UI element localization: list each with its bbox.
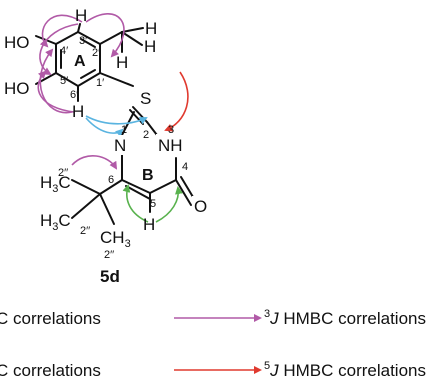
h-6prime-label: H <box>72 102 84 121</box>
green-correlation-arrow <box>122 184 149 223</box>
legend-right-text: 3J HMBC correlations <box>264 308 426 328</box>
hmbc-3j-arrow <box>85 13 125 58</box>
methyl-h-label: H <box>116 53 128 72</box>
blue-correlation-arrow <box>85 115 148 125</box>
atom-labels: HO HO S N NH O H H H H H H H3C H3C CH3 <box>4 6 210 250</box>
ring-a-label: A <box>74 53 86 70</box>
oxygen-label: O <box>194 197 207 216</box>
nh-label: NH <box>158 136 183 155</box>
hmbc-5j-arrow <box>164 71 189 132</box>
position-1prime: 1′ <box>96 77 104 89</box>
hmbc-3j-arrow <box>39 48 73 114</box>
hydroxyl-label-bottom: HO <box>4 79 30 98</box>
hmbc-3j-arrow <box>71 155 118 170</box>
ring-b-label: B <box>142 167 154 184</box>
legend-item-5j: C correlations 5J HMBC correlations <box>0 360 426 380</box>
methyl-h3c-top: H3C <box>40 173 71 195</box>
h-5-label: H <box>143 215 155 234</box>
legend-left-text: C correlations <box>0 309 101 328</box>
legend-left-text: C correlations <box>0 361 101 380</box>
compound-label: 5d <box>100 267 120 286</box>
position-6: 6 <box>108 174 114 186</box>
position-2doubleprime: 2′′ <box>58 167 68 179</box>
position-3: 3 <box>168 124 174 136</box>
hmbc-3j-arrow <box>39 14 83 48</box>
legend-item-3j: C correlations 3J HMBC correlations <box>0 308 426 328</box>
position-2prime: 2′ <box>92 47 100 59</box>
position-2doubleprime: 2′′ <box>80 225 90 237</box>
methyl-h-label: H <box>145 19 157 38</box>
position-4prime: 4′ <box>60 45 68 57</box>
legend-right-text: 5J HMBC correlations <box>264 360 426 380</box>
hmbc-3j-arrow <box>37 70 75 113</box>
methyl-ch3-bottom: CH3 <box>100 228 131 250</box>
position-5: 5 <box>150 198 156 210</box>
legend: C correlations 3J HMBC correlations C co… <box>0 308 426 380</box>
position-2doubleprime: 2′′ <box>104 249 114 261</box>
nitrogen-1-label: N <box>114 136 126 155</box>
blue-correlation-arrow <box>85 117 124 138</box>
methyl-h-label: H <box>144 37 156 56</box>
position-numbers: 4′ 3′ 2′ 1′ 5′ 6′ 1 2 3 4 5 6 2′′ 2′′ 2′… <box>58 35 188 261</box>
correlation-arrows <box>37 13 189 223</box>
position-3prime: 3′ <box>79 35 87 47</box>
position-5prime: 5′ <box>60 75 68 87</box>
position-2: 2 <box>143 129 149 141</box>
position-4: 4 <box>182 161 188 173</box>
hydroxyl-label-top: HO <box>4 33 30 52</box>
sulfur-label: S <box>140 89 151 108</box>
position-1: 1 <box>121 124 127 136</box>
methyl-h3c-middle: H3C <box>40 211 71 233</box>
green-correlation-arrow <box>155 186 183 223</box>
h-3prime-label: H <box>75 6 87 25</box>
position-6prime: 6′ <box>70 89 78 101</box>
hmbc-3j-arrow <box>39 23 79 76</box>
